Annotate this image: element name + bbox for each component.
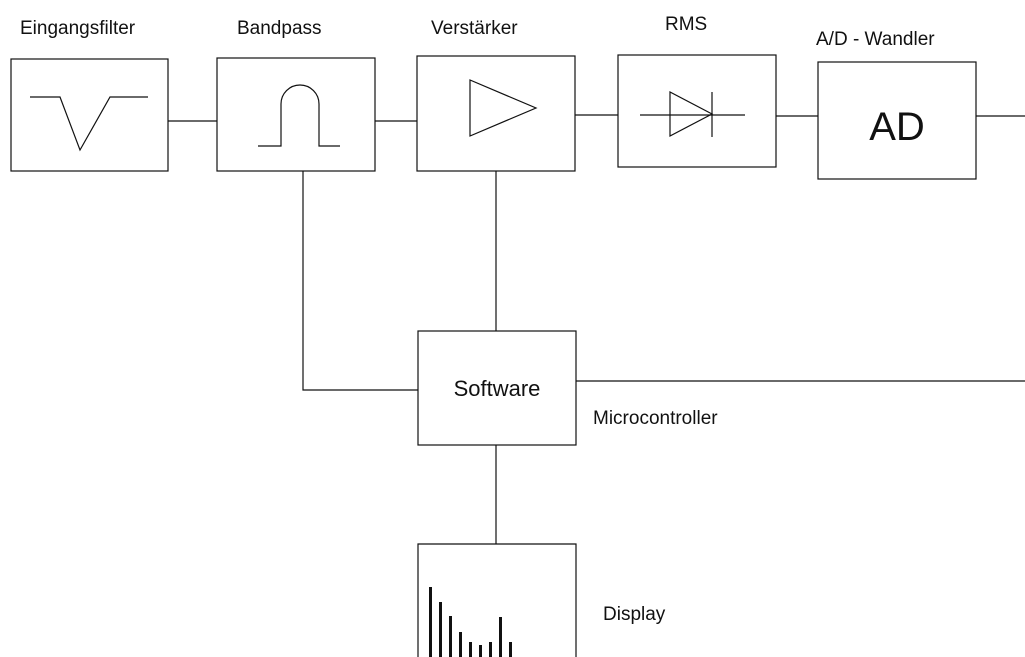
display-bar — [459, 632, 462, 657]
ad-wandler-label: A/D - Wandler — [816, 29, 935, 50]
software-block — [417, 330, 577, 446]
display-bar — [509, 642, 512, 657]
display-label: Display — [603, 604, 666, 625]
amplifier-triangle-symbol — [469, 79, 538, 137]
eingangsfilter-block — [10, 58, 169, 172]
ad-wandler-block — [817, 61, 977, 180]
software-inner-text: Software — [454, 376, 541, 401]
connector-bandpass-software — [302, 171, 418, 391]
eingangsfilter-label: Eingangsfilter — [20, 18, 136, 39]
display-bar — [429, 587, 432, 657]
display-bar — [469, 642, 472, 657]
rms-block — [617, 54, 777, 168]
display-bar — [499, 617, 502, 657]
bandpass-block — [216, 57, 376, 172]
verstaerker-block — [416, 55, 576, 172]
verstaerker-label: Verstärker — [431, 18, 518, 39]
bandpass-label: Bandpass — [237, 18, 322, 39]
ad-inner-text: AD — [869, 105, 925, 149]
display-block — [417, 543, 577, 657]
display-bar — [449, 616, 452, 657]
display-bar — [489, 642, 492, 657]
diode-symbol — [640, 91, 745, 137]
microcontroller-label: Microcontroller — [593, 408, 718, 429]
display-bar-graph — [429, 587, 512, 657]
display-bar — [439, 602, 442, 657]
display-bar — [479, 645, 482, 657]
bandpass-symbol — [258, 84, 340, 147]
rms-label: RMS — [665, 14, 707, 35]
notch-filter-symbol — [30, 96, 148, 152]
